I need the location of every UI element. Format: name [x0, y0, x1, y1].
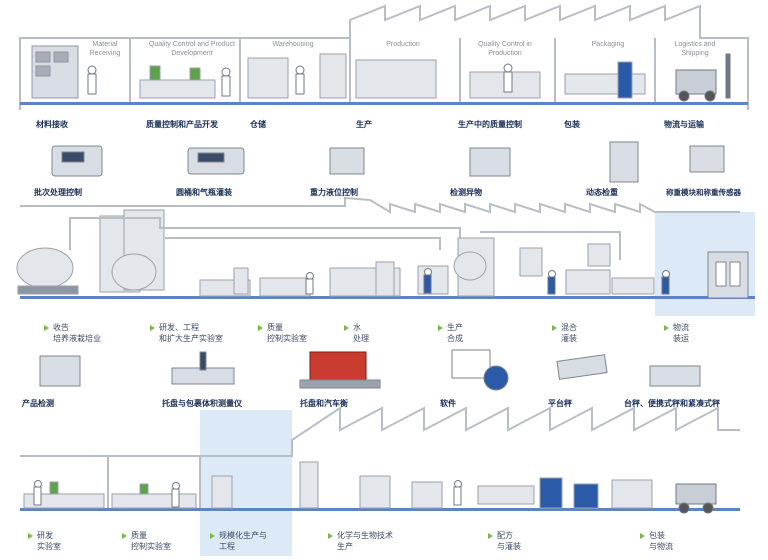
- truck-receiving: [31, 45, 79, 99]
- stage-en-logistics: Logistics and Shipping: [674, 41, 716, 57]
- truck-shipping: [707, 251, 749, 299]
- bullet-icon: [122, 532, 127, 539]
- stage2-cultivation-text: 收告 培养液栽培业: [53, 323, 101, 343]
- bullet-icon: [552, 324, 557, 331]
- lab-benches-top: [139, 65, 216, 99]
- product-drum-filling: 圆桶和气瓶灌装: [176, 188, 232, 197]
- stage-cn-production: 生产: [356, 120, 372, 129]
- floor-line-bottom: [20, 508, 740, 511]
- process-vessels-middle: [329, 237, 655, 297]
- bullet-icon: [438, 324, 443, 331]
- bullet-icon: [44, 324, 49, 331]
- product-icons-row2: [39, 349, 701, 391]
- stage3-qc-lab: 质量 控制实验室: [122, 530, 171, 552]
- workers-bottom: [33, 480, 462, 508]
- bullet-icon: [344, 324, 349, 331]
- stage3-formulation-text: 配方 与灌装: [497, 531, 521, 551]
- stage2-mixing: 混合 灌装: [552, 322, 577, 344]
- stage2-rnd: 研发、工程 和扩大生产实验室: [150, 322, 223, 344]
- workers-top: [87, 63, 513, 97]
- product-batch-control: 批次处理控制: [34, 188, 82, 197]
- floor-line-top: [20, 102, 748, 105]
- stage2-synthesis: 生产 合成: [438, 322, 463, 344]
- stage3-rnd-lab-text: 研发 实验室: [37, 531, 61, 551]
- building-outline-top: [19, 4, 749, 110]
- bullet-icon: [258, 324, 263, 331]
- bullet-icon: [488, 532, 493, 539]
- stage-en-material-receiving: Material Receiving: [89, 41, 121, 57]
- stage-en-production: Production: [386, 41, 420, 48]
- big-tanks: [99, 209, 165, 293]
- stage3-packaging: 包装 与物流: [640, 530, 673, 552]
- stage-cn-logistics: 物流与运输: [664, 120, 704, 129]
- stage2-cultivation: 收告 培养液栽培业: [44, 322, 101, 344]
- stage-en-warehousing: Warehousing: [272, 41, 314, 48]
- bullet-icon: [328, 532, 333, 539]
- bullet-icon: [664, 324, 669, 331]
- stage-en-qc-production: Quality Control in Production: [478, 41, 532, 57]
- lab-bottom: [23, 481, 197, 509]
- stage-cn-quality-control: 质量控制和产品开发: [146, 120, 218, 129]
- stage3-chem-bio: 化学与生物技术 生产: [328, 530, 393, 552]
- product-foreign-body: 检测异物: [450, 188, 482, 197]
- stage3-scaleup-text: 规模化生产与 工程: [219, 531, 267, 551]
- stage-cn-material-receiving: 材料接收: [36, 120, 68, 129]
- stage-en-quality-control: Quality Control and Product Development: [149, 41, 235, 57]
- stage-cn-qc-production: 生产中的质量控制: [458, 120, 522, 129]
- stage3-scaleup: 规模化生产与 工程: [210, 530, 267, 552]
- forklift-bottom: [675, 483, 717, 514]
- forklift-top: [675, 53, 731, 102]
- stage-cn-packaging: 包装: [564, 120, 580, 129]
- tank-truck: [16, 247, 79, 295]
- bullet-icon: [210, 532, 215, 539]
- product-inspection: 产品检测: [22, 399, 54, 408]
- stage3-formulation: 配方 与灌装: [488, 530, 521, 552]
- product-software: 软件: [440, 399, 456, 408]
- plant-bottom: [211, 461, 653, 509]
- stage2-qc: 质量 控制实验室: [258, 322, 307, 344]
- stage2-water-text: 水 处理: [353, 323, 369, 343]
- product-checkweigher: 动态检重: [586, 188, 618, 197]
- bullet-icon: [640, 532, 645, 539]
- product-level-control: 重力液位控制: [310, 188, 358, 197]
- product-icons-row1: [51, 141, 725, 183]
- building-outline-bottom: [20, 406, 740, 508]
- pipes-middle: [69, 217, 621, 260]
- workers-middle: [305, 268, 670, 295]
- stage3-packaging-text: 包装 与物流: [649, 531, 673, 551]
- stage2-rnd-text: 研发、工程 和扩大生产实验室: [159, 323, 223, 343]
- stage-en-packaging: Packaging: [591, 41, 625, 48]
- product-truck-scale: 托盘和汽车衡: [300, 399, 348, 408]
- bullet-icon: [28, 532, 33, 539]
- stage3-qc-lab-text: 质量 控制实验室: [131, 531, 171, 551]
- stage3-chem-bio-text: 化学与生物技术 生产: [337, 531, 393, 551]
- building-outline-middle: [20, 196, 740, 214]
- stage2-water: 水 处理: [344, 322, 369, 344]
- stage3-rnd-lab: 研发 实验室: [28, 530, 61, 552]
- stage-cn-warehousing: 仓储: [250, 120, 266, 129]
- stage2-qc-text: 质量 控制实验室: [267, 323, 307, 343]
- stage2-synthesis-text: 生产 合成: [447, 323, 463, 343]
- product-load-cells: 称重模块和称重传感器: [666, 188, 741, 197]
- product-dimensioner: 托盘与包裹体积测量仪: [162, 399, 242, 408]
- bullet-icon: [150, 324, 155, 331]
- warehouse-shelves: [247, 53, 347, 99]
- floor-line-middle: [20, 296, 755, 299]
- product-bench-scale: 台秤、便携式秤和紧凑式秤: [624, 399, 720, 408]
- stage2-logistics-text: 物流 装运: [673, 323, 689, 343]
- product-floor-scale: 平台秤: [548, 399, 572, 408]
- stage2-mixing-text: 混合 灌装: [561, 323, 577, 343]
- stage2-logistics: 物流 装运: [664, 322, 689, 344]
- lab-middle: [199, 267, 311, 297]
- production-line-top: [355, 59, 646, 99]
